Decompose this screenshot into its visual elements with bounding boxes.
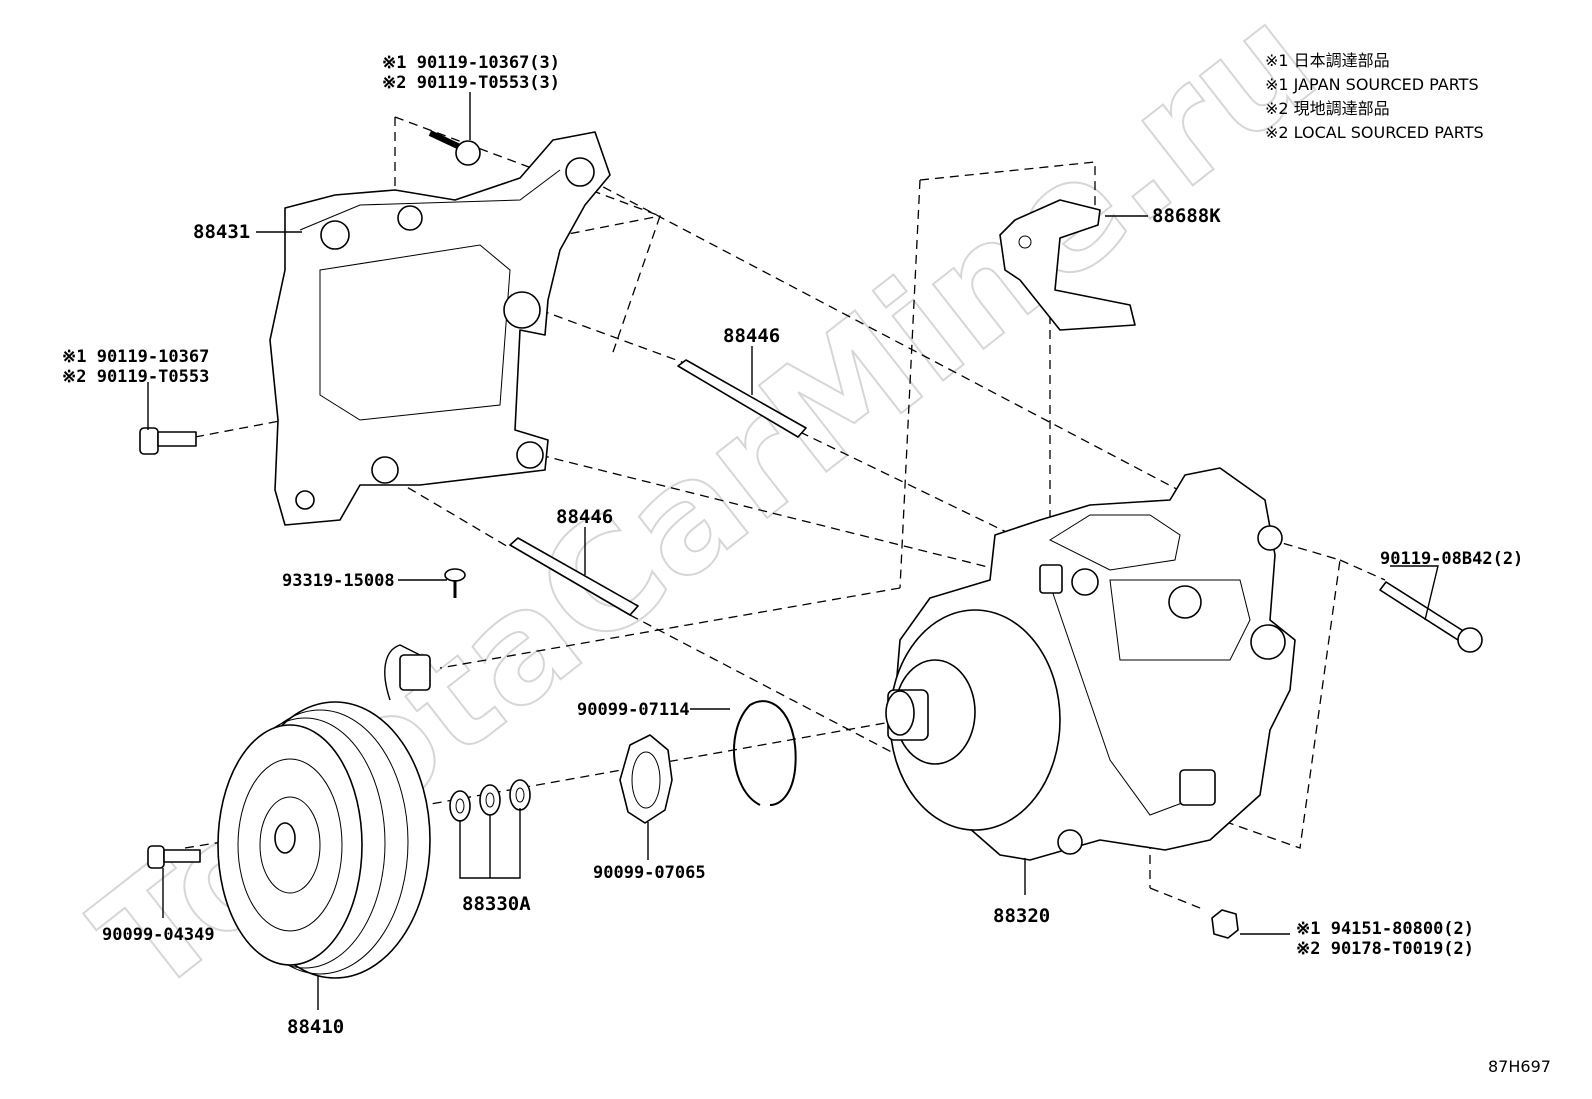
bolt-right — [1379, 581, 1483, 653]
bolt-top — [428, 130, 481, 166]
clutch-pulley-88410 — [217, 644, 431, 979]
label-bolt-top-1: ※1 90119-10367(3) — [382, 53, 560, 73]
nut — [1211, 909, 1239, 939]
label-nut-2: ※2 90178-T0019(2) — [1296, 939, 1474, 959]
bolt-left — [139, 427, 197, 455]
shims-88330A — [449, 779, 531, 822]
label-pulley-bolt: 90099-04349 — [102, 925, 215, 945]
legend-notes: ※1 日本調達部品 ※1 JAPAN SOURCED PARTS ※2 現地調達… — [1265, 51, 1484, 142]
label-bolt-right: 90119-08B42(2) — [1380, 549, 1523, 569]
label-bolt-top-2: ※2 90119-T0553(3) — [382, 73, 560, 93]
label-wire-bracket: 88688K — [1152, 205, 1221, 227]
label-compressor: 88320 — [993, 905, 1050, 927]
stud-lower — [509, 537, 639, 616]
label-snap-ring: 90099-07114 — [577, 700, 690, 720]
label-clutch: 88410 — [287, 1016, 344, 1038]
note-4: ※2 LOCAL SOURCED PARTS — [1265, 123, 1484, 142]
label-nut-1: ※1 94151-80800(2) — [1296, 919, 1474, 939]
label-bolt-left-1: ※1 90119-10367 — [62, 347, 209, 367]
compressor-88320 — [885, 467, 1296, 861]
label-retainer: 90099-07065 — [593, 863, 706, 883]
label-shims: 88330A — [462, 893, 531, 915]
note-3: ※2 現地調達部品 — [1265, 99, 1390, 118]
note-2: ※1 JAPAN SOURCED PARTS — [1265, 75, 1479, 94]
stud-upper — [677, 359, 807, 438]
bracket-88431 — [269, 131, 611, 526]
label-stud-lower: 88446 — [556, 506, 613, 528]
label-stud-upper: 88446 — [723, 325, 780, 347]
label-bracket: 88431 — [193, 221, 250, 243]
retainer — [619, 734, 673, 824]
wire-bracket-88688K — [999, 199, 1136, 331]
leader-lines — [147, 92, 1439, 1010]
note-1: ※1 日本調達部品 — [1265, 51, 1390, 70]
pulley-bolt — [147, 845, 201, 869]
label-screw: 93319-15008 — [282, 571, 395, 591]
screw — [444, 568, 466, 598]
snap-ring — [733, 700, 797, 806]
labels: ※1 90119-10367(3) ※2 90119-T0553(3) 8843… — [62, 53, 1523, 1038]
diagram-code: 87H697 — [1488, 1057, 1551, 1076]
label-bolt-left-2: ※2 90119-T0553 — [62, 367, 209, 387]
